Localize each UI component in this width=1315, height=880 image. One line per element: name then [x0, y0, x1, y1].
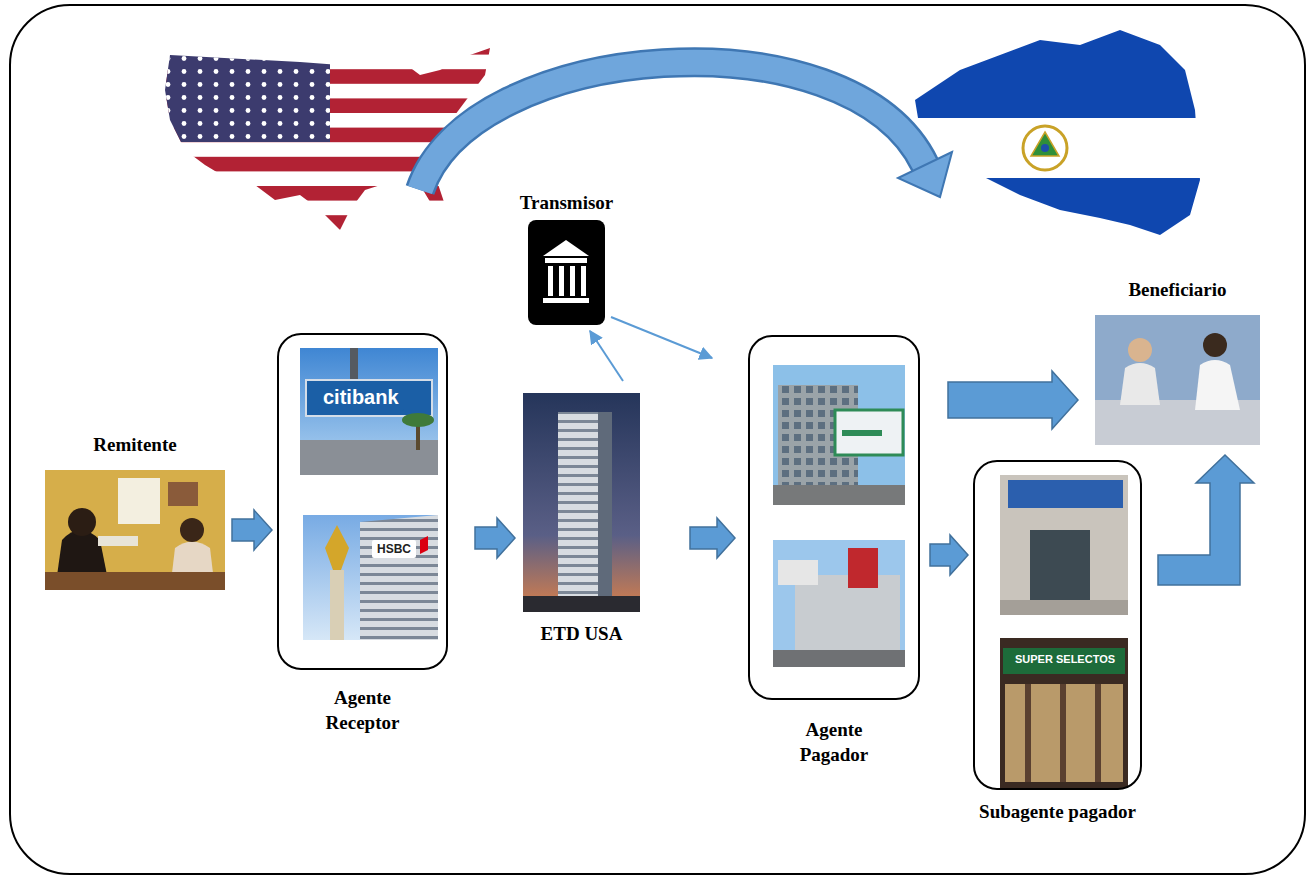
- node-label: Agente Receptor: [308, 686, 418, 735]
- el-salvador-flag-map: [900, 25, 1210, 240]
- etd-building-photo: [523, 393, 640, 612]
- citibank-photo: [300, 348, 438, 475]
- block-arrow: [690, 518, 735, 558]
- sign-text: SUPER SELECTOS: [1010, 651, 1120, 667]
- agent-group-box: Agente Pagador: [748, 335, 920, 700]
- block-arrow: [475, 518, 515, 558]
- node-label: Agente Pagador: [779, 718, 889, 767]
- bank-icon: [528, 220, 605, 325]
- agent-group-box: Subagente pagador: [973, 460, 1142, 790]
- node-label: Remitente: [35, 433, 235, 458]
- pharmacy-photo: [1000, 475, 1128, 615]
- block-arrow: [930, 535, 968, 575]
- hsbc-photo: [303, 515, 438, 640]
- photo-node: ETD USA: [523, 393, 640, 612]
- photo-node: Remitente: [45, 470, 225, 590]
- node-label: ETD USA: [502, 622, 662, 647]
- sign-text: citibank: [318, 384, 404, 411]
- node-label: Beneficiario: [1078, 278, 1278, 303]
- paying-bank-photo-1: [773, 365, 905, 505]
- icon-node: Transmisor: [528, 220, 605, 325]
- paying-bank-photo-2: [773, 540, 905, 667]
- block-arrow: [1158, 455, 1254, 585]
- node-label: Transmisor: [487, 191, 647, 216]
- beneficiary-photo: [1095, 315, 1260, 445]
- photo-node: Beneficiario: [1095, 315, 1260, 445]
- sender-photo: [45, 470, 225, 590]
- thin-arrow: [590, 331, 623, 381]
- sign-text: HSBC: [372, 540, 416, 558]
- outer-frame: [10, 5, 1305, 874]
- block-arrow: [948, 371, 1078, 429]
- thin-arrow: [611, 317, 712, 358]
- block-arrow: [232, 510, 272, 550]
- node-label: Subagente pagador: [938, 800, 1178, 825]
- transfer-arrow: [420, 62, 952, 197]
- supermarket-photo: [1000, 638, 1128, 788]
